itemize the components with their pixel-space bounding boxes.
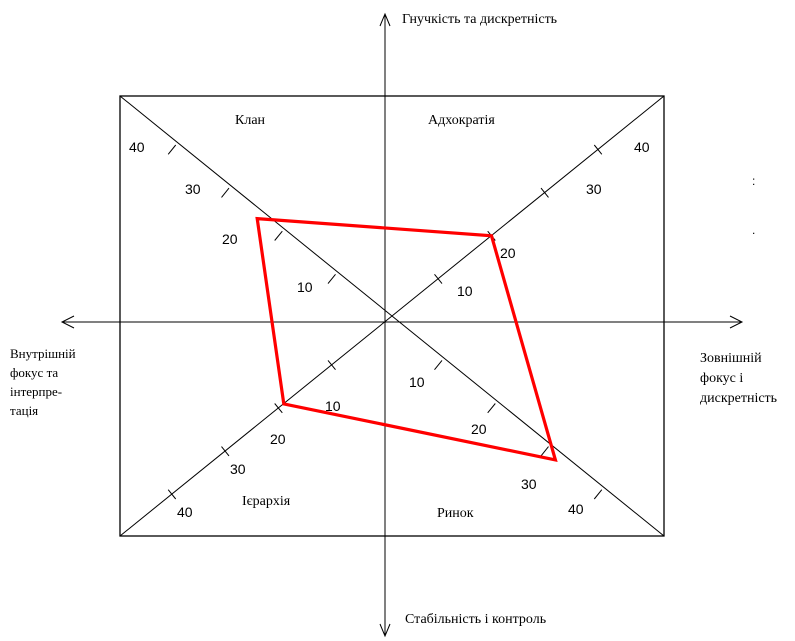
axis-label-right-line-3: дискретність (700, 391, 777, 406)
tick-mark-top-left-30 (221, 187, 230, 198)
tick-label-tl-30: 30 (185, 181, 201, 197)
frame-rectangle (119, 95, 665, 537)
axis-label-left-line-2: фокус та (10, 365, 58, 380)
quadrant-label-clan: Клан (235, 113, 266, 128)
tick-mark-bottom-left-20 (274, 403, 283, 414)
axis-label-left-line-3: інтерпре- (10, 384, 62, 399)
axis-label-bottom: Стабільність і контроль (405, 612, 546, 627)
tick-mark-bottom-right-40 (593, 489, 603, 500)
tick-label-bl-20: 20 (270, 431, 286, 447)
tick-mark-top-left-20 (274, 230, 283, 241)
tick-label-tl-40: 40 (129, 139, 145, 155)
axis-label-left-line-1: Внутрішній (10, 346, 76, 361)
tick-label-bl-10: 10 (325, 398, 341, 414)
tick-label-tl-10: 10 (297, 279, 313, 295)
tick-mark-top-left-40 (167, 144, 177, 155)
tick-label-br-10: 10 (409, 374, 425, 390)
tick-label-tl-20: 20 (222, 231, 238, 247)
arrow-down-icon (379, 623, 391, 638)
tick-mark-top-right-40 (593, 144, 603, 155)
tick-label-tr-30: 30 (586, 181, 602, 197)
tick-label-tr-40: 40 (634, 139, 650, 155)
diagonal-axis-anti (119, 95, 665, 537)
tick-label-bl-30: 30 (230, 461, 246, 477)
axis-label-top: Гнучкість та дискретність (402, 12, 557, 27)
arrow-up-icon (379, 12, 391, 27)
stray-mark-dot: . (752, 223, 755, 237)
tick-labels: 10 20 30 40 10 20 30 40 10 20 30 40 10 2… (129, 139, 650, 520)
tick-mark-bottom-right-30 (540, 446, 549, 457)
axis-label-right-line-1: Зовнішній (700, 351, 762, 366)
tick-label-tr-20: 20 (500, 245, 516, 261)
quadrant-label-market: Ринок (437, 506, 474, 521)
diagonal-ticks (167, 144, 603, 500)
axis-label-right-line-2: фокус і (700, 371, 743, 386)
quadrant-label-hierarchy: Ієрархія (242, 494, 291, 509)
tick-mark-bottom-left-10 (327, 360, 336, 371)
tick-mark-bottom-right-20 (487, 403, 496, 414)
arrow-left-icon (60, 315, 75, 329)
tick-label-br-20: 20 (471, 421, 487, 437)
tick-label-br-40: 40 (568, 501, 584, 517)
stray-mark-colon: : (752, 174, 755, 188)
tick-label-bl-40: 40 (177, 504, 193, 520)
tick-mark-bottom-left-40 (167, 489, 177, 500)
tick-mark-bottom-left-30 (221, 446, 230, 457)
quadrant-label-adhocracy: Адхократія (428, 113, 495, 128)
culture-profile-polygon (255, 216, 558, 463)
tick-mark-top-right-10 (434, 273, 443, 284)
tick-mark-bottom-right-10 (434, 360, 443, 371)
tick-mark-top-right-30 (540, 187, 549, 198)
arrow-right-icon (729, 315, 744, 329)
tick-mark-top-left-10 (327, 273, 336, 284)
tick-label-tr-10: 10 (457, 283, 473, 299)
tick-label-br-30: 30 (521, 476, 537, 492)
axis-label-left-line-4: тація (10, 403, 38, 418)
